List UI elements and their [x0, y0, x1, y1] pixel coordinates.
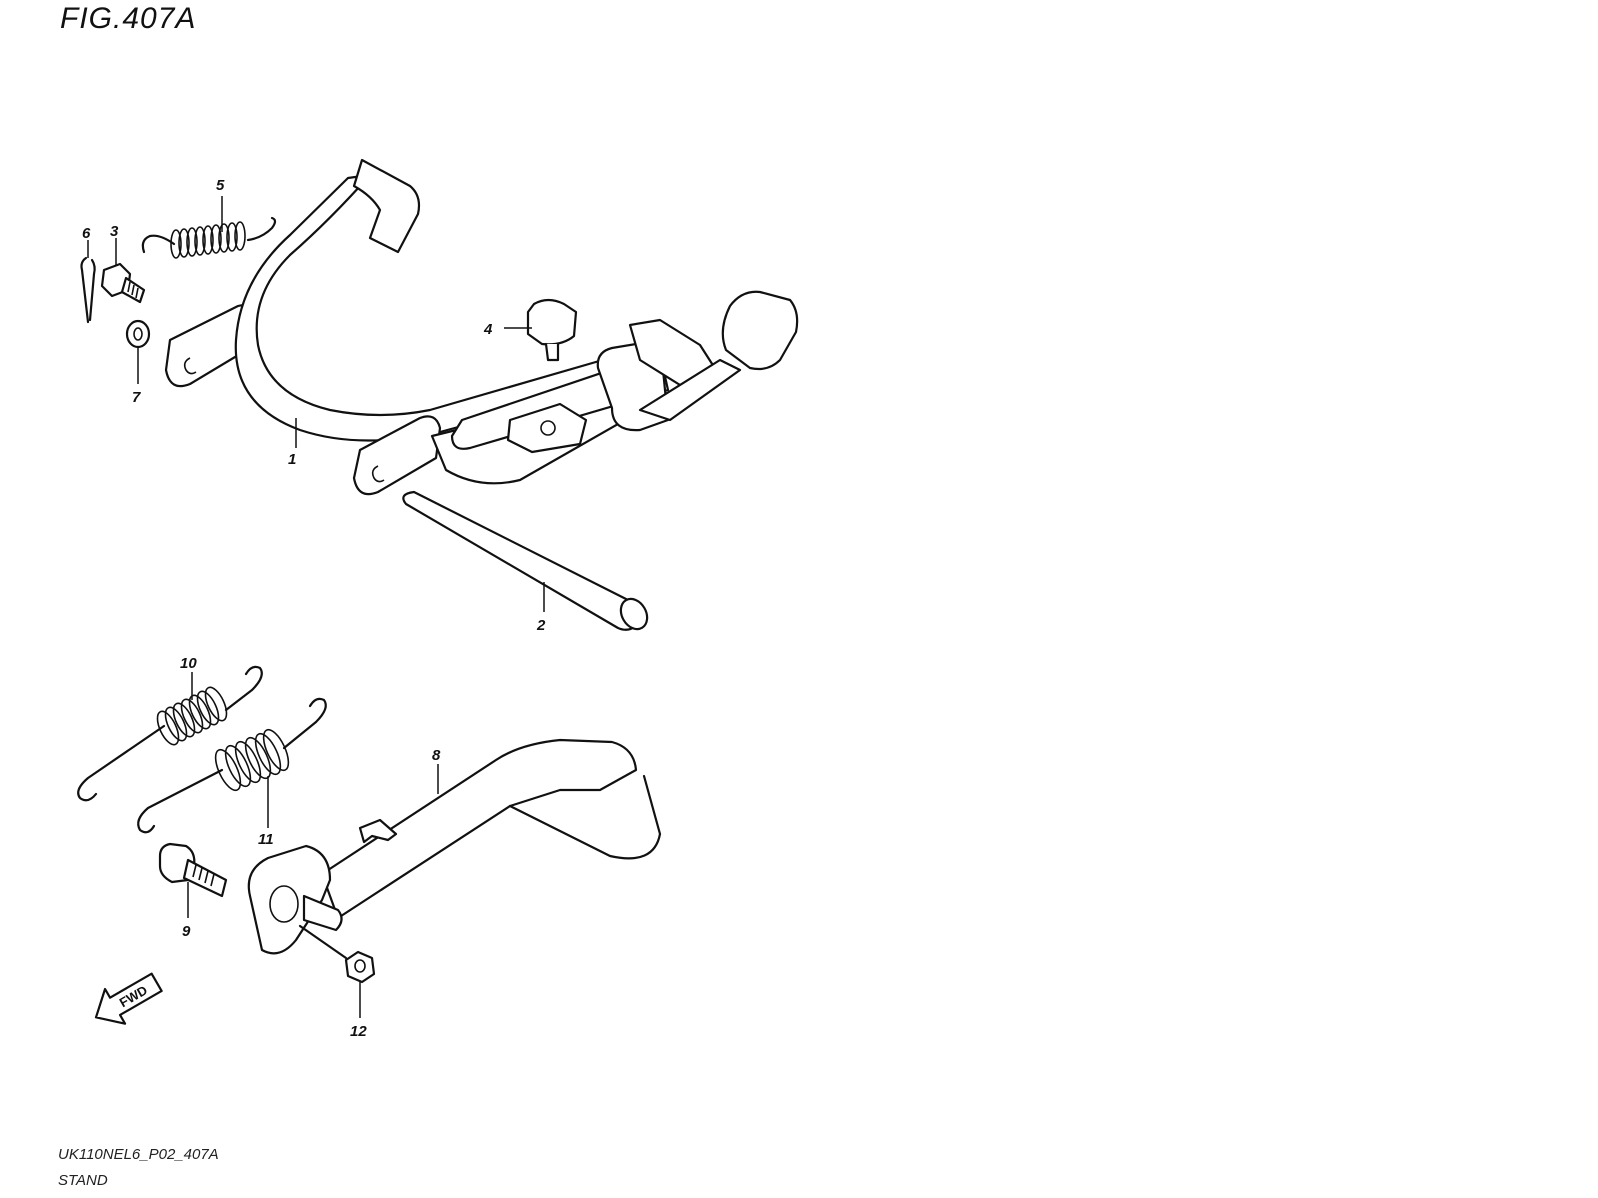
callout-8: 8 [432, 747, 441, 764]
washer-7[interactable] [125, 319, 151, 349]
bolt-3[interactable] [100, 262, 146, 304]
cotter-pin-6[interactable] [80, 256, 96, 324]
callout-11: 11 [258, 831, 274, 848]
pivot-bolt-9[interactable] [158, 842, 228, 898]
callout-6: 6 [82, 225, 91, 242]
callout-10: 10 [180, 655, 197, 672]
callout-2: 2 [536, 617, 546, 634]
leader-lines [87, 196, 545, 1018]
stand-shaft[interactable] [402, 490, 652, 634]
main-stand[interactable] [164, 158, 799, 496]
spring-5[interactable] [141, 216, 277, 259]
diagram-code: UK110NEL6_P02_407A [58, 1146, 219, 1163]
stopper-4[interactable] [526, 298, 578, 362]
callout-7: 7 [132, 389, 141, 406]
callout-9: 9 [182, 923, 191, 940]
callout-5: 5 [216, 177, 225, 194]
spring-11[interactable] [137, 697, 327, 834]
side-stand-8[interactable] [247, 738, 662, 955]
diagram-name: STAND [58, 1172, 108, 1189]
callout-4: 4 [483, 321, 493, 338]
nut-12[interactable] [298, 924, 376, 984]
callout-1: 1 [288, 451, 296, 468]
callout-labels: 1 2 3 4 5 6 7 8 9 10 11 12 [82, 177, 546, 1040]
fwd-arrow-icon: FWD [94, 972, 163, 1025]
spring-10[interactable] [77, 665, 263, 802]
callout-3: 3 [110, 223, 119, 240]
figure-title: FIG.407A [60, 2, 197, 35]
callout-12: 12 [350, 1023, 367, 1040]
